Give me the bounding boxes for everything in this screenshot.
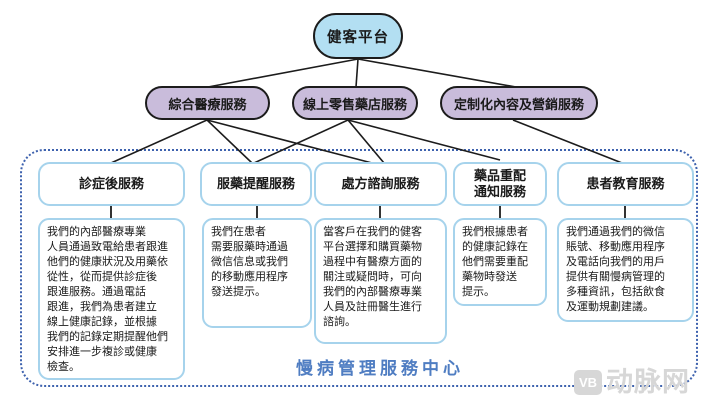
root-node-platform: 健客平台 bbox=[313, 13, 403, 59]
service-desc-refill-notification: 我們根據患者 的健康記錄在 他們需要重配 藥物時發送 提示。 bbox=[453, 218, 547, 306]
vb-logo-icon: VB bbox=[574, 370, 602, 395]
service-desc-patient-education: 我們通過我們的微信 賬號、移動應用程序 及電話向我們的用戶 提供有關慢病管理的 … bbox=[557, 218, 694, 322]
service-desc-prescription-consultation: 當客戶在我們的健客 平台選擇和購買藥物 過程中有醫療方面的 關注或疑問時，可向 … bbox=[314, 218, 447, 344]
watermark: VB 动脉网 bbox=[574, 369, 690, 396]
chronic-disease-center-label: 慢病管理服務中心 bbox=[296, 359, 464, 378]
service-title-refill-notification: 藥品重配 通知服務 bbox=[453, 162, 547, 206]
level2-node-online-pharmacy: 線上零售藥店服務 bbox=[292, 86, 418, 120]
service-title-post-diagnosis: 診症後服務 bbox=[38, 162, 185, 206]
level2-node-customized-content-marketing: 定制化內容及營銷服務 bbox=[440, 86, 598, 120]
watermark-text: 动脉网 bbox=[606, 367, 690, 397]
level2-node-comprehensive-medical: 綜合醫療服務 bbox=[145, 86, 270, 120]
service-title-patient-education: 患者教育服務 bbox=[557, 162, 694, 206]
service-title-medication-reminder: 服藥提醒服務 bbox=[200, 162, 312, 206]
service-title-prescription-consultation: 處方諮詢服務 bbox=[314, 162, 447, 206]
service-desc-post-diagnosis: 我們的內部醫療專業 人員通過致電給患者跟進 他們的健康狀況及用藥依 從性，從而提… bbox=[38, 218, 185, 380]
service-desc-medication-reminder: 我們在患者 需要服藥時通過 微信信息或我們 的移動應用程序 發送提示。 bbox=[202, 218, 312, 328]
